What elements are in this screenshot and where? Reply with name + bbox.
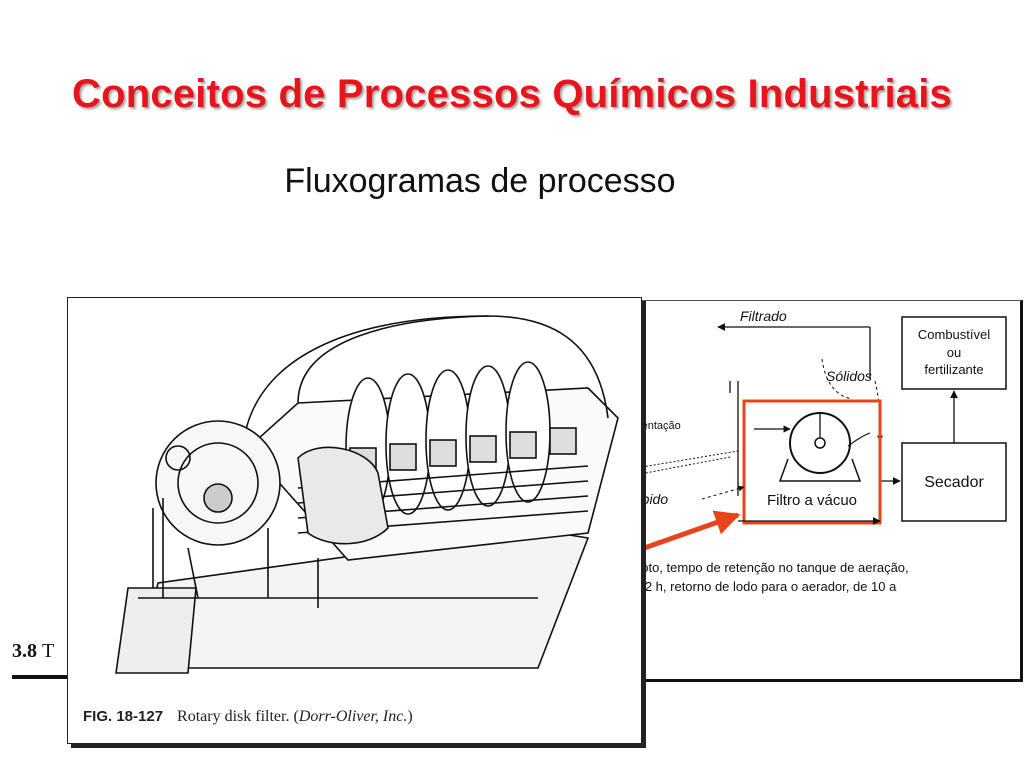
alimentacao-label: imentação (630, 420, 681, 432)
rotary-disk-filter-drawing (115, 315, 619, 674)
secador-label: Secador (924, 474, 984, 491)
filtrado-label: Filtrado (740, 308, 787, 324)
rotary-disk-filter-figure: FIG. 18-127 Rotary disk filter. (Dorr-Ol… (67, 297, 642, 744)
slide-subtitle: Fluxogramas de processo (284, 162, 676, 200)
process-flow-diagram: Filtrado Sólidos Combustível ou fertiliz… (630, 300, 1023, 682)
ou-label: ou (947, 345, 961, 360)
note-line-1: goto, tempo de retenção no tanque de aer… (634, 560, 909, 575)
figure-caption: FIG. 18-127 Rotary disk filter. (Dorr-Ol… (83, 708, 413, 726)
figure-source-open: ( (293, 708, 299, 725)
slide-title: Conceitos de Processos Químicos Industri… (72, 72, 952, 116)
filtro-label: Filtro a vácuo (767, 492, 857, 509)
book-section-label: 3.8 T (12, 640, 54, 663)
combustivel-label: Combustível (918, 327, 990, 342)
filter-highlight-box (742, 399, 882, 525)
book-section-number: 3.8 (12, 640, 37, 662)
book-section-letter: T (42, 640, 55, 662)
figure-caption-text: Rotary disk filter. (177, 708, 290, 725)
highlight-arrow (630, 510, 741, 556)
solidos-label: Sólidos (826, 368, 872, 384)
fertilizante-label: fertilizante (924, 362, 983, 377)
note-line-2: a 2 h, retorno de lodo para o aerador, d… (634, 579, 897, 594)
figure-number: FIG. 18-127 (83, 708, 164, 725)
figure-source-close: ) (407, 708, 413, 725)
figure-source: Dorr-Oliver, Inc. (298, 708, 408, 725)
